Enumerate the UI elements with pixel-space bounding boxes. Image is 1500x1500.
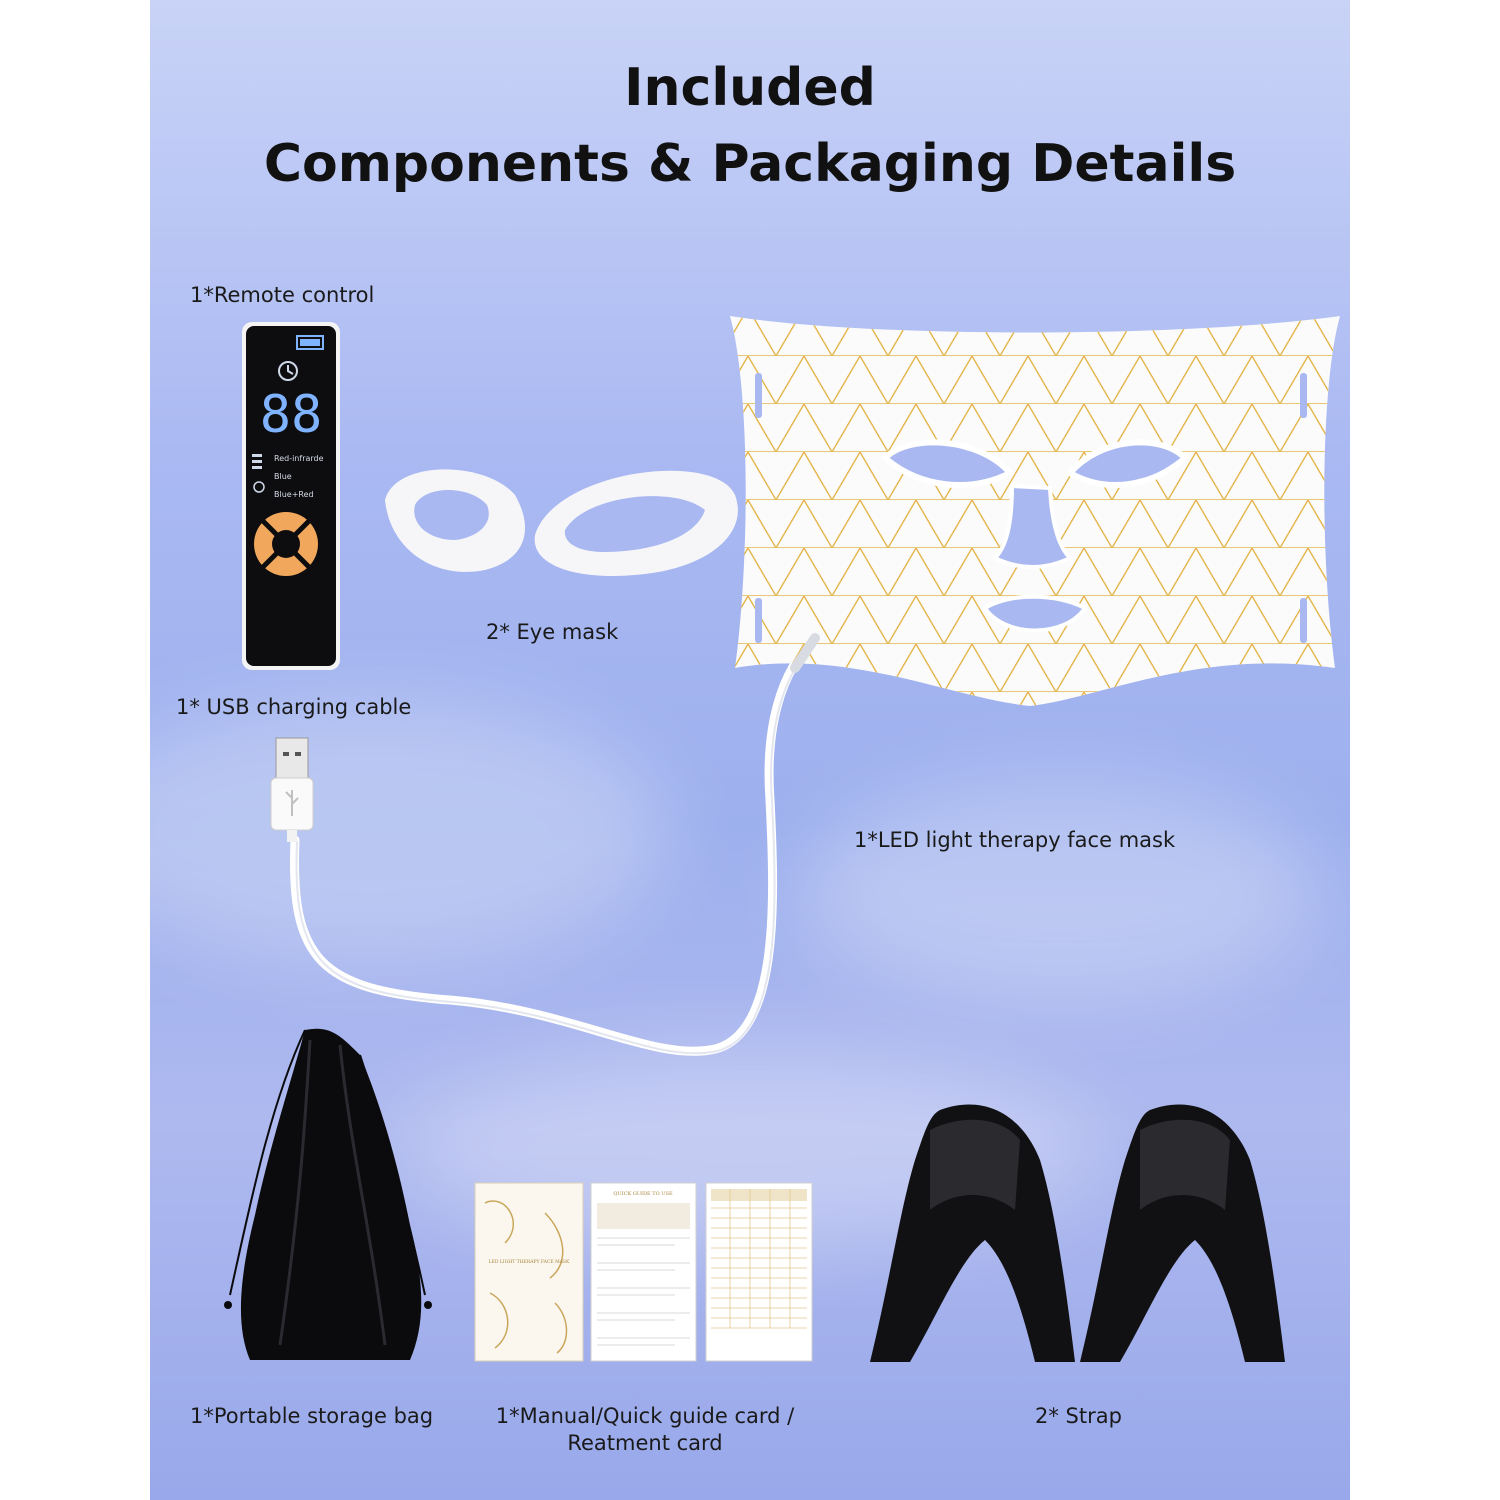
strap-label: 2* Strap — [1035, 1404, 1122, 1428]
mode-blue-red: Blue+Red — [274, 490, 314, 499]
background-cloud — [150, 700, 670, 960]
manual-label-line1: 1*Manual/Quick guide card / — [495, 1404, 795, 1428]
remote-control: 88 Red-infrarde Blue Blue+Red — [242, 322, 340, 670]
eye-masks — [385, 469, 738, 576]
mode-red-infrared: Red-infrarde — [274, 454, 324, 463]
manual-card-title: LED LIGHT THERAPY FACE MASK — [489, 1259, 570, 1265]
eye-mask-label: 2* Eye mask — [486, 620, 619, 644]
mode-blue: Blue — [274, 472, 292, 481]
battery-icon — [296, 335, 324, 350]
led-face-mask — [730, 316, 1340, 706]
power-button — [272, 530, 300, 558]
face-mask-label: 1*LED light therapy face mask — [854, 828, 1176, 852]
brightness-icon — [253, 481, 265, 493]
usb-cable-label: 1* USB charging cable — [176, 695, 412, 719]
straps — [870, 1104, 1285, 1362]
usb-icon — [285, 790, 299, 816]
usb-cable-wire — [290, 635, 820, 1056]
remote-control-label: 1*Remote control — [190, 283, 375, 307]
page-title-line1: Included — [624, 58, 876, 118]
background-cloud — [800, 780, 1320, 1000]
page-title-line2: Components & Packaging Details — [263, 134, 1237, 194]
manual-cards: LED LIGHT THERAPY FACE MASK QUICK GUIDE … — [474, 1182, 813, 1362]
manual-label-line2: Reatment card — [567, 1431, 723, 1455]
timer-icon — [278, 361, 298, 381]
storage-bag-label: 1*Portable storage bag — [190, 1404, 434, 1428]
storage-bag — [224, 1028, 432, 1360]
lcd-digits: 88 — [260, 385, 323, 445]
usb-connector — [270, 737, 314, 842]
guide-card-title: QUICK GUIDE TO USE — [613, 1191, 673, 1197]
product-panel: Included Components & Packaging Details … — [150, 0, 1350, 1500]
